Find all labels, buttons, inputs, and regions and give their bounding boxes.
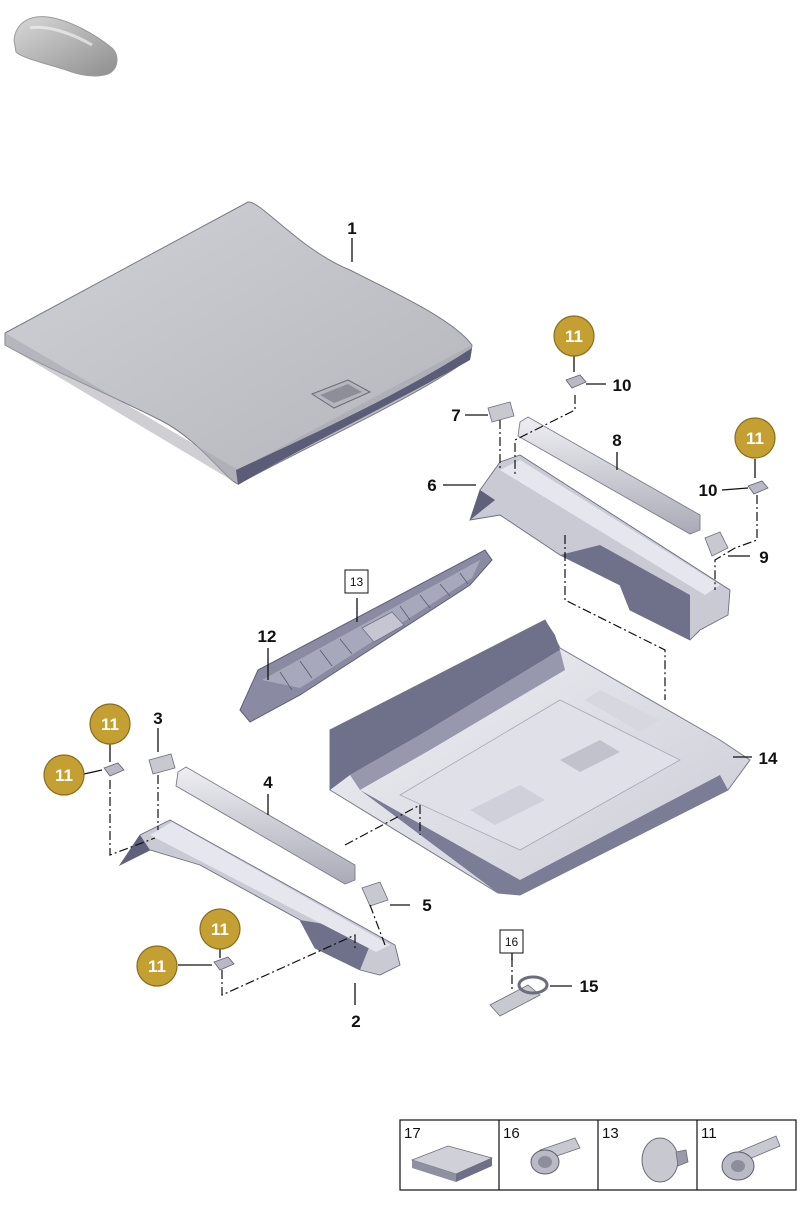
badge-11-mid-lower: 11 — [136, 945, 178, 987]
clip-part-3 — [148, 753, 176, 775]
callout-1: 1 — [347, 219, 356, 238]
legend-cell-17: 17 — [404, 1125, 494, 1182]
callout-10-upper: 10 — [613, 376, 632, 395]
screw-icon — [721, 1135, 781, 1181]
clip-icon — [641, 1137, 689, 1183]
legend-number-17: 17 — [404, 1125, 421, 1142]
tie-down-ring — [489, 975, 549, 1017]
rail-bracket-upper — [469, 454, 731, 641]
nut-part-11a — [103, 762, 125, 777]
callout-5: 5 — [422, 896, 431, 915]
legend-number-11: 11 — [701, 1125, 717, 1142]
small-parts-legend: 17 16 13 11 — [399, 1119, 797, 1191]
nut-part-10b — [747, 480, 769, 495]
end-cap-part-5 — [361, 881, 389, 907]
callout-15: 15 — [580, 977, 599, 996]
boxed-callout-16: 16 — [499, 929, 524, 954]
car-silhouette-icon — [13, 16, 118, 77]
badge-11-right: 11 — [734, 417, 776, 459]
callout-10-right: 10 — [699, 481, 718, 500]
badge-11-left-upper: 11 — [89, 703, 131, 745]
legend-cell-16: 16 — [503, 1125, 581, 1175]
badge-11-left-lower-label: 11 — [55, 766, 73, 785]
callout-9: 9 — [759, 548, 768, 567]
assembly-lines — [109, 395, 758, 996]
badge-11-left-upper-label: 11 — [101, 715, 119, 734]
pad-icon — [410, 1145, 494, 1182]
callout-3: 3 — [153, 709, 162, 728]
legend-cell-13: 13 — [602, 1125, 689, 1183]
callout-2: 2 — [351, 1012, 360, 1031]
legend-number-16: 16 — [503, 1125, 520, 1142]
floor-tray — [329, 619, 751, 896]
panel-handle — [310, 379, 372, 409]
trim-bar-lower — [175, 766, 356, 885]
badge-11-left-lower: 11 — [43, 754, 85, 796]
legend-number-13: 13 — [602, 1125, 619, 1142]
callout-4: 4 — [263, 773, 273, 792]
leader-lines — [83, 238, 756, 1005]
callout-7: 7 — [451, 406, 460, 425]
boxed-callout-16-label: 16 — [505, 935, 519, 949]
flange-bolt-icon — [530, 1137, 581, 1175]
badge-11-top-label: 11 — [565, 327, 583, 346]
badge-11-mid-lower-label: 11 — [148, 957, 166, 976]
callout-12: 12 — [258, 627, 277, 646]
load-floor-panel — [4, 201, 473, 485]
boxed-callout-13-label: 13 — [350, 575, 364, 589]
rail-bracket-lower — [118, 819, 401, 976]
badge-11-mid-upper-label: 11 — [211, 920, 229, 939]
end-cap-part-9 — [704, 531, 729, 557]
callout-6: 6 — [427, 476, 436, 495]
grille-partition — [239, 549, 493, 723]
badge-11-mid-upper: 11 — [199, 908, 241, 950]
boxed-callout-13: 13 — [344, 569, 369, 594]
callout-8: 8 — [612, 431, 621, 450]
legend-cell-11: 11 — [701, 1125, 781, 1181]
clip-part-7 — [487, 401, 515, 423]
trim-bar-upper — [517, 416, 701, 535]
badge-11-top: 11 — [553, 315, 595, 357]
callout-14: 14 — [759, 749, 778, 768]
nut-part-11b — [213, 956, 235, 971]
nut-part-10a — [565, 374, 587, 389]
badge-11-right-label: 11 — [746, 429, 764, 448]
